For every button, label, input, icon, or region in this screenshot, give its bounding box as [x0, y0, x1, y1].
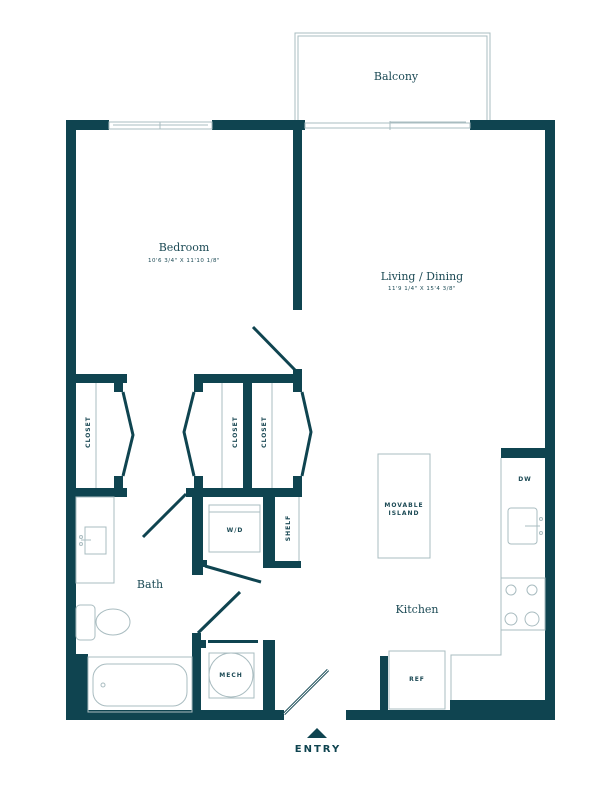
movable-island	[377, 453, 431, 559]
kitchen-label: Kitchen	[396, 603, 439, 616]
mech-door[interactable]	[196, 590, 242, 635]
balcony-label: Balcony	[374, 70, 419, 83]
dw-label: DW	[518, 476, 532, 483]
exterior-walls	[66, 120, 555, 720]
toilet	[75, 604, 131, 641]
balcony: Balcony	[294, 32, 491, 120]
island-label-1: MOVABLE	[384, 502, 423, 509]
wd-door[interactable]	[204, 564, 262, 584]
wd-label: W/D	[227, 527, 244, 534]
bedroom-dimensions: 10'6 3/4" X 11'10 1/8"	[148, 258, 220, 264]
balcony-sliding-door[interactable]	[304, 121, 471, 130]
living-label: Living / Dining	[381, 270, 463, 283]
closet-door-middle[interactable]	[182, 391, 196, 477]
bath-vanity	[75, 496, 115, 584]
closet-label-1: CLOSET	[85, 416, 92, 448]
closet-label-2: CLOSET	[232, 416, 239, 448]
refrigerator	[388, 650, 446, 710]
mech-label: MECH	[219, 672, 243, 679]
closet-door-left[interactable]	[121, 391, 135, 477]
bath-label: Bath	[137, 578, 163, 591]
entry-label: ENTRY	[295, 744, 341, 755]
bedroom-window	[108, 121, 213, 130]
entry-door[interactable]	[282, 668, 330, 716]
island-label-2: ISLAND	[388, 510, 419, 517]
bedroom-label: Bedroom	[159, 241, 210, 254]
washer-dryer	[208, 504, 261, 553]
bedroom-door[interactable]	[251, 325, 297, 372]
closet-label-3: CLOSET	[261, 416, 268, 448]
living-dimensions: 11'9 1/4" X 15'4 3/8"	[388, 286, 456, 292]
bath-door[interactable]	[141, 492, 188, 539]
kitchen-sink	[507, 507, 543, 545]
stove	[500, 577, 546, 631]
closet-door-right[interactable]	[300, 391, 313, 477]
entry-arrow-icon	[307, 728, 327, 738]
bathtub	[87, 656, 193, 713]
interior-walls	[66, 125, 545, 715]
shelf-label: SHELF	[285, 515, 292, 541]
ref-label: REF	[409, 676, 425, 683]
